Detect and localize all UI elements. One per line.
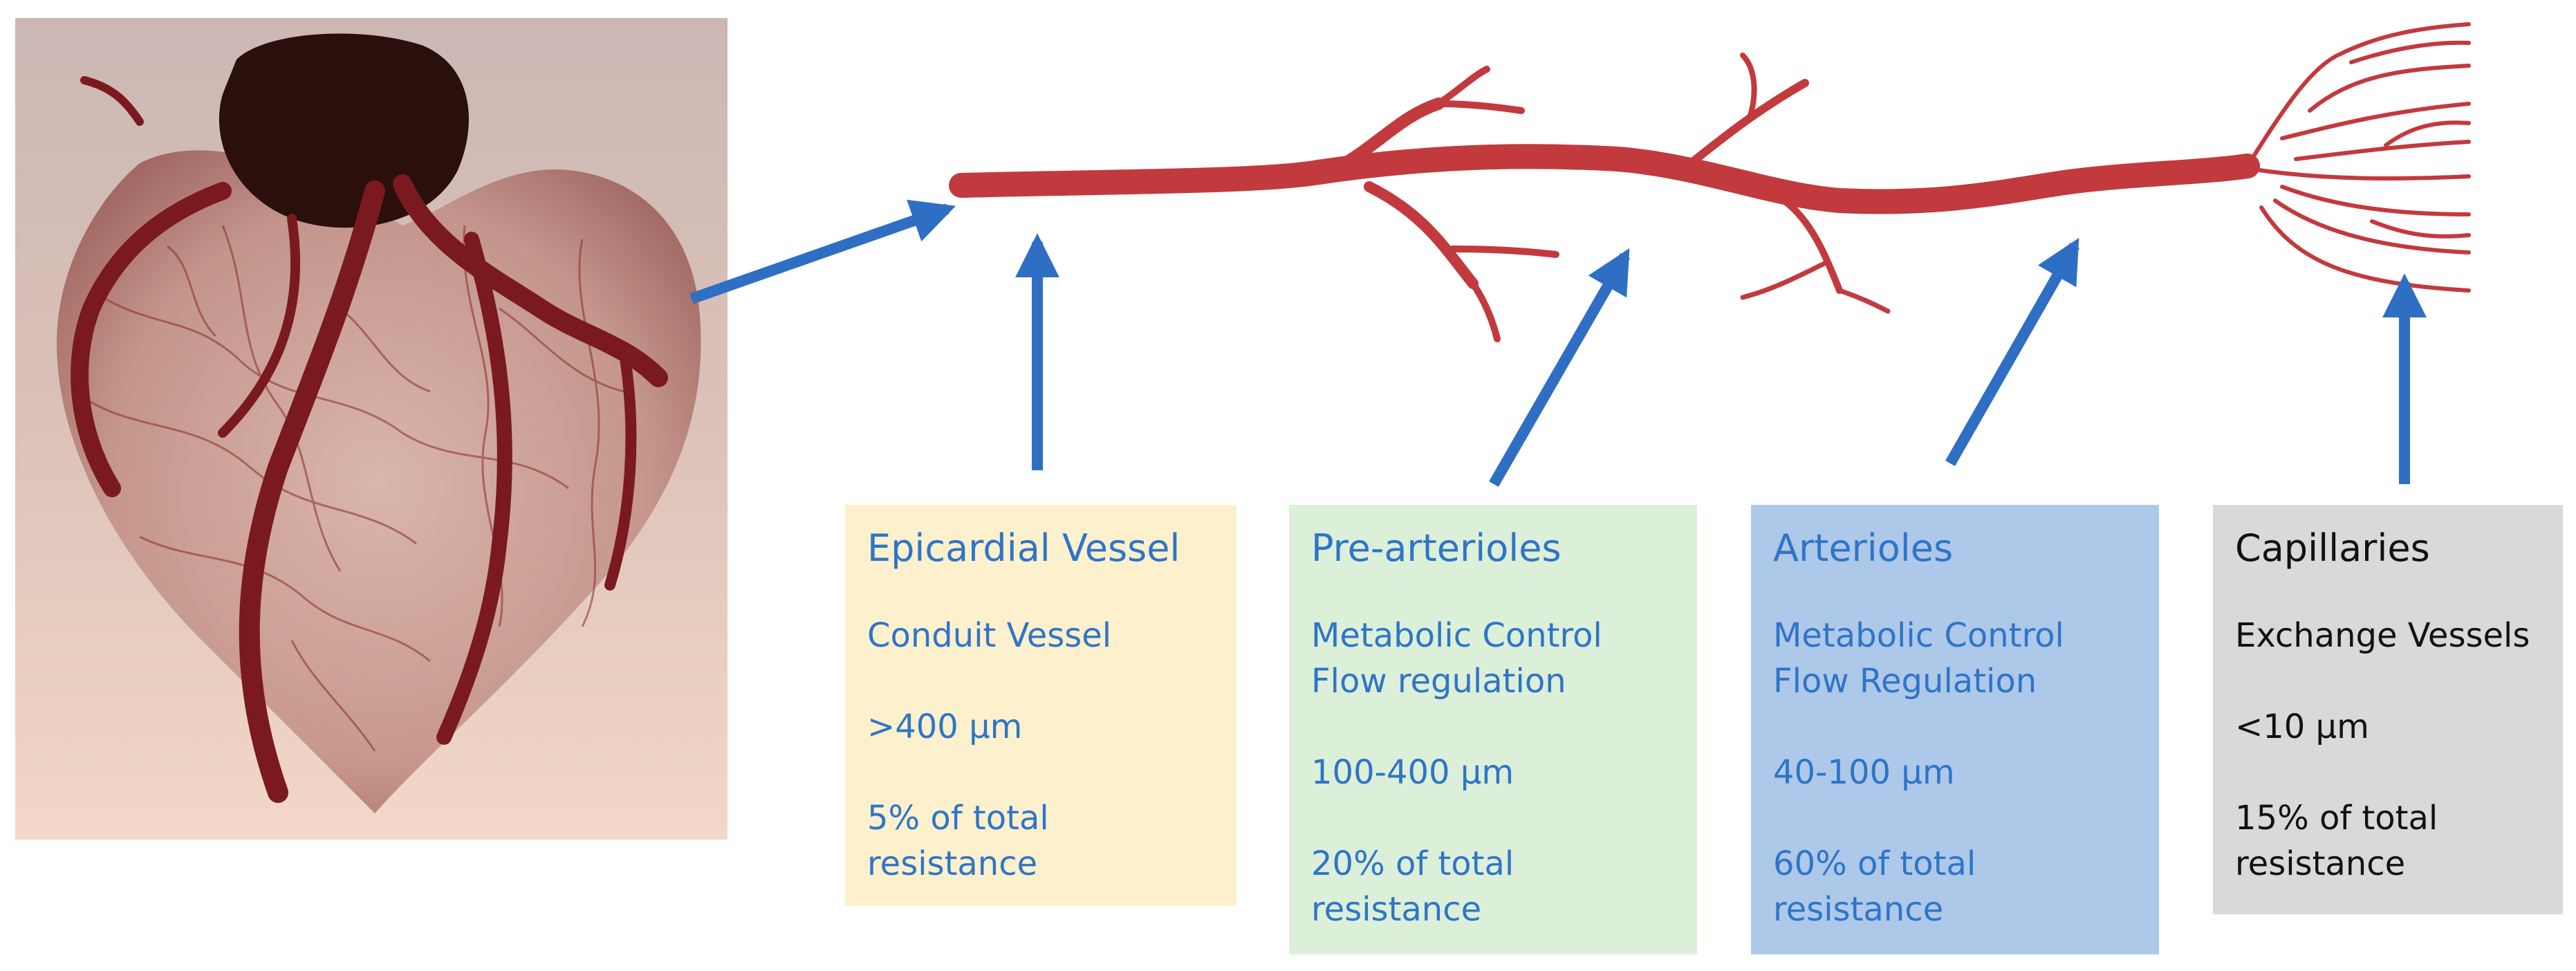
capillaries-description: Exchange Vessels (2235, 616, 2530, 655)
pre-arterioles-description: Metabolic Control Flow regulation (1311, 616, 1602, 701)
arrow-arterioles (1945, 237, 2079, 466)
branch-arteriole-down (1781, 197, 1843, 294)
branch-arteriole-down-tip (1740, 260, 1828, 300)
branch-epicardial-down-tip-a (1470, 280, 1501, 342)
branch-epicardial-up-tip-a (1435, 66, 1490, 107)
capillaries-resistance: 15% of total resistance (2235, 799, 2438, 883)
arterioles-description: Metabolic Control Flow Regulation (1773, 616, 2064, 701)
heart-capillary-mesh (84, 225, 624, 752)
capillary-fan (2245, 22, 2471, 293)
main-vessel (949, 144, 2260, 214)
arterioles-resistance: 60% of total resistance (1773, 844, 1976, 929)
vessel-tree (949, 22, 2471, 342)
coronary-arteries (71, 76, 668, 803)
pre-arterioles-title: Pre-arterioles (1311, 526, 1562, 570)
branch-pre-arteriole-tip (1740, 53, 1757, 120)
capillaries-title: Capillaries (2235, 526, 2430, 570)
pre-arterioles-size: 100-400 μm (1311, 753, 1514, 792)
capillaries-size: <10 μm (2235, 708, 2369, 746)
branch-epicardial-up-tip-b (1435, 100, 1525, 114)
arterioles-box: Arterioles Metabolic Control Flow Regula… (1751, 505, 2159, 954)
epicardial-title: Epicardial Vessel (867, 526, 1180, 570)
epicardial-description: Conduit Vessel (867, 616, 1112, 655)
arrow-heart-to-vessel (689, 199, 956, 304)
pre-arterioles-resistance: 20% of total resistance (1311, 844, 1514, 929)
epicardial-vessel-box: Epicardial Vessel Conduit Vessel >400 μm… (845, 505, 1236, 906)
arterioles-size: 40-100 μm (1773, 753, 1955, 792)
arrow-pre-arterioles (1489, 248, 1630, 487)
arterioles-title: Arterioles (1773, 526, 1954, 570)
pre-arterioles-box: Pre-arterioles Metabolic Control Flow re… (1289, 505, 1697, 954)
branch-epicardial-down (1364, 181, 1479, 289)
branch-pre-arteriole (1683, 79, 1809, 170)
branch-epicardial-down-tip-b (1449, 246, 1559, 258)
capillaries-box: Capillaries Exchange Vessels <10 μm 15% … (2213, 505, 2563, 914)
epicardial-size: >400 μm (867, 708, 1023, 746)
vessel-tree-diagram (949, 22, 2471, 342)
branch-arteriole-down-tip-b (1837, 288, 1891, 314)
heart-coronary-photo (15, 18, 728, 840)
epicardial-resistance: 5% of total resistance (867, 799, 1049, 883)
branch-epicardial-up (1322, 98, 1445, 179)
